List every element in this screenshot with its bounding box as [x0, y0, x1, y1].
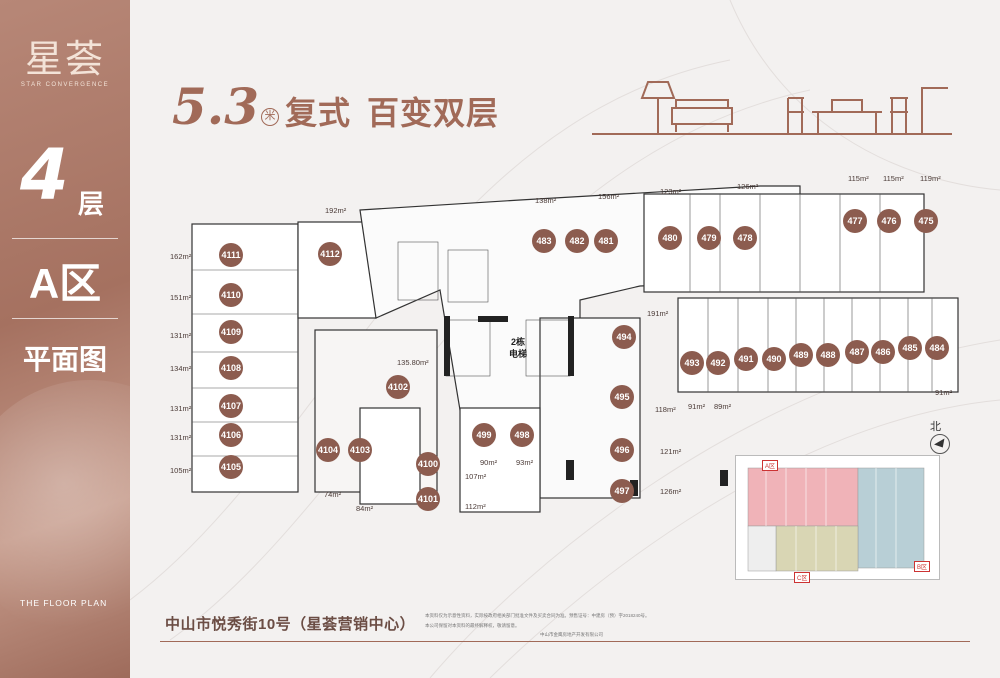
headline-text-2: 百变双层 — [367, 95, 500, 131]
brand-sidebar: 星荟 STAR CONVERGENCE 4 层 A区 平面图 THE FLOOR… — [0, 0, 130, 678]
key-map-label-c: C区 — [794, 572, 811, 583]
area-label: 91m² — [935, 388, 953, 397]
unit-marker[interactable]: 490 — [762, 347, 786, 371]
unit-marker[interactable]: 485 — [898, 336, 922, 360]
silk-decoration — [0, 380, 130, 640]
height-unit: 米 — [261, 108, 279, 126]
unit-marker[interactable]: 4105 — [219, 455, 243, 479]
area-label: 121m² — [660, 447, 682, 456]
ceiling-height: 5.3 — [172, 77, 259, 136]
unit-marker[interactable]: 477 — [843, 209, 867, 233]
key-map-graphic — [747, 467, 925, 572]
unit-marker[interactable]: 4112 — [318, 242, 342, 266]
divider — [12, 238, 118, 239]
unit-marker[interactable]: 4111 — [219, 243, 243, 267]
elevator-label: 2栋 电梯 — [508, 337, 527, 359]
area-label: 74m² — [324, 490, 342, 499]
area-label: 115m² — [883, 174, 904, 183]
unit-marker[interactable]: 4104 — [316, 438, 340, 462]
unit-marker[interactable]: 498 — [510, 423, 534, 447]
floor-suffix: 层 — [78, 189, 105, 219]
unit-marker[interactable]: 488 — [816, 343, 840, 367]
unit-marker[interactable]: 482 — [565, 229, 589, 253]
unit-marker[interactable]: 475 — [914, 209, 938, 233]
area-label: 131m² — [170, 433, 192, 442]
unit-marker[interactable]: 4102 — [386, 375, 410, 399]
unit-marker[interactable]: 481 — [594, 229, 618, 253]
area-label: 156m² — [598, 192, 620, 201]
unit-marker[interactable]: 4101 — [416, 487, 440, 511]
area-label: 162m² — [170, 252, 192, 261]
brand-logo-en: STAR CONVERGENCE — [20, 82, 110, 88]
unit-marker[interactable]: 4103 — [348, 438, 372, 462]
area-label: 91m² — [688, 402, 706, 411]
area-label: 84m² — [356, 504, 374, 513]
area-label: 191m² — [647, 309, 669, 318]
area-label: 134m² — [170, 364, 192, 373]
area-label: 192m² — [325, 206, 347, 215]
unit-marker[interactable]: 479 — [697, 226, 721, 250]
area-label: 112m² — [465, 502, 486, 511]
unit-marker[interactable]: 492 — [706, 351, 730, 375]
area-label: 151m² — [170, 293, 192, 302]
area-label: 115m² — [848, 174, 869, 183]
unit-marker[interactable]: 493 — [680, 351, 704, 375]
area-label: 89m² — [714, 402, 732, 411]
address: 中山市悦秀街10号（星荟营销中心） — [165, 616, 416, 633]
unit-marker[interactable]: 487 — [845, 340, 869, 364]
key-map-label-a: A区 — [762, 460, 779, 471]
area-label: 93m² — [516, 458, 534, 467]
area-label: 118m² — [655, 405, 676, 414]
area-label: 123m² — [660, 187, 682, 196]
disclaimer-line: 本公司保留对本资料的最终解释权，敬请留意。 — [425, 623, 520, 628]
headline-text-1: 复式 — [285, 95, 352, 131]
disclaimer-line: 中山市金鹰房地产开发有限公司 — [540, 632, 603, 637]
disclaimer-line: 本资料仅为示意性资料，实际按政府相关部门批准文件及买卖合同为准。预售证号：中建房… — [425, 613, 650, 618]
area-label: 107m² — [465, 472, 487, 481]
unit-marker[interactable]: 4109 — [219, 320, 243, 344]
unit-marker[interactable]: 4106 — [219, 423, 243, 447]
unit-marker[interactable]: 4108 — [219, 356, 243, 380]
north-label: 北 — [930, 421, 941, 433]
unit-marker[interactable]: 478 — [733, 226, 757, 250]
area-label: 105m² — [170, 466, 192, 475]
plan-title: 平面图 — [22, 344, 107, 375]
area-label: 126m² — [737, 182, 759, 191]
unit-marker[interactable]: 495 — [610, 385, 634, 409]
unit-marker[interactable]: 496 — [610, 438, 634, 462]
unit-marker[interactable]: 483 — [532, 229, 556, 253]
area-label: 131m² — [170, 404, 192, 413]
unit-marker[interactable]: 491 — [734, 347, 758, 371]
headline: 5.3 米 复式 百变双层 — [172, 82, 515, 132]
floor-plan — [160, 180, 960, 535]
footer-divider — [160, 641, 970, 642]
divider — [12, 318, 118, 319]
unit-marker[interactable]: 476 — [877, 209, 901, 233]
unit-marker[interactable]: 484 — [925, 336, 949, 360]
floor-plan-en: THE FLOOR PLAN — [20, 598, 108, 608]
zone-label: A区 — [28, 260, 102, 307]
area-label: 126m² — [660, 487, 682, 496]
area-label: 119m² — [920, 174, 941, 183]
unit-marker[interactable]: 489 — [789, 343, 813, 367]
compass-icon — [930, 434, 950, 454]
unit-marker[interactable]: 486 — [871, 340, 895, 364]
unit-marker[interactable]: 497 — [610, 479, 634, 503]
unit-marker[interactable]: 4100 — [416, 452, 440, 476]
key-map-label-b: B区 — [914, 561, 931, 572]
floor-plan-walls — [191, 185, 959, 513]
unit-marker[interactable]: 499 — [472, 423, 496, 447]
area-label: 138m² — [535, 196, 557, 205]
unit-marker[interactable]: 494 — [612, 325, 636, 349]
unit-marker[interactable]: 4107 — [219, 394, 243, 418]
key-map: A区 B区 C区 — [735, 455, 940, 583]
unit-marker[interactable]: 4110 — [219, 283, 243, 307]
brand-logo: 星荟 — [24, 37, 105, 81]
floor-number: 4 — [20, 134, 69, 216]
area-label: 131m² — [170, 331, 192, 340]
unit-marker[interactable]: 480 — [658, 226, 682, 250]
furniture-illustration — [592, 81, 952, 135]
area-label: 90m² — [480, 458, 498, 467]
area-label: 135.80m² — [397, 358, 429, 367]
